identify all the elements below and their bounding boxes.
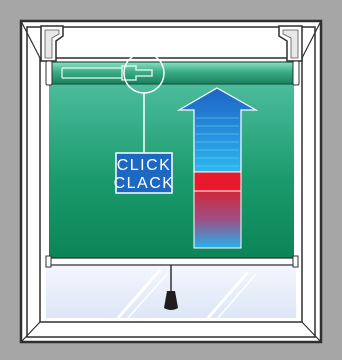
label-line-2: CLACK bbox=[114, 175, 175, 192]
arrow-tail-gradient bbox=[194, 191, 241, 248]
lock-band bbox=[194, 172, 241, 191]
roller-tube bbox=[46, 61, 299, 85]
click-clack-label: CLICK CLACK bbox=[114, 153, 175, 193]
bottom-bar bbox=[46, 256, 298, 267]
label-line-1: CLICK bbox=[117, 157, 172, 174]
